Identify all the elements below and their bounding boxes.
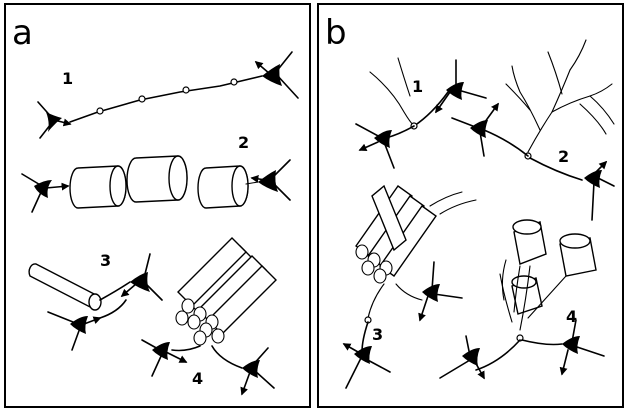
panel-a-item-4: 4	[142, 238, 276, 394]
panel-b-item-1: 1	[356, 58, 486, 168]
panel-b-number-2: 2	[558, 147, 569, 166]
panel-a-number-2: 2	[238, 133, 249, 152]
neuron-cell-body-icon	[452, 104, 498, 156]
neuron-cell-body-icon	[436, 60, 486, 112]
panel-b-item-3: 3	[344, 186, 476, 388]
neuron-cell-body-icon	[252, 160, 290, 200]
neuron-cell-body-icon	[440, 336, 484, 378]
neuron-cell-body-icon	[256, 52, 298, 98]
panel-b-label: b	[325, 13, 347, 53]
panel-b-number-1: 1	[412, 77, 423, 96]
panel-a-number-1: 1	[62, 69, 73, 88]
neuron-cell-body-icon	[356, 124, 394, 168]
neuron-cell-body-icon	[122, 254, 162, 300]
neuron-cell-body-icon	[38, 102, 70, 138]
panel-b: b 1 2	[318, 4, 623, 407]
panel-a-item-3: 3	[29, 251, 162, 350]
panel-a-number-4: 4	[192, 369, 203, 388]
neuron-cell-body-icon	[344, 344, 390, 388]
neuron-cell-body-icon	[584, 162, 614, 220]
neuron-cell-body-icon	[242, 348, 274, 394]
panel-b-item-4: 4	[440, 220, 604, 378]
panel-a-item-1: 1	[38, 52, 298, 138]
panel-a-number-3: 3	[100, 251, 111, 270]
neuron-cell-body-icon	[48, 312, 100, 350]
panel-b-item-2: 2	[452, 40, 614, 220]
neuron-cell-body-icon	[22, 174, 68, 212]
panel-b-number-3: 3	[372, 325, 383, 344]
neuron-cell-body-icon	[142, 340, 186, 376]
panel-a-label: a	[12, 13, 33, 53]
neuron-cell-body-icon	[562, 320, 604, 374]
neuron-cell-body-icon	[420, 262, 462, 320]
panel-a-item-2: 2	[22, 133, 290, 212]
panel-a: a 1 2	[5, 4, 310, 407]
